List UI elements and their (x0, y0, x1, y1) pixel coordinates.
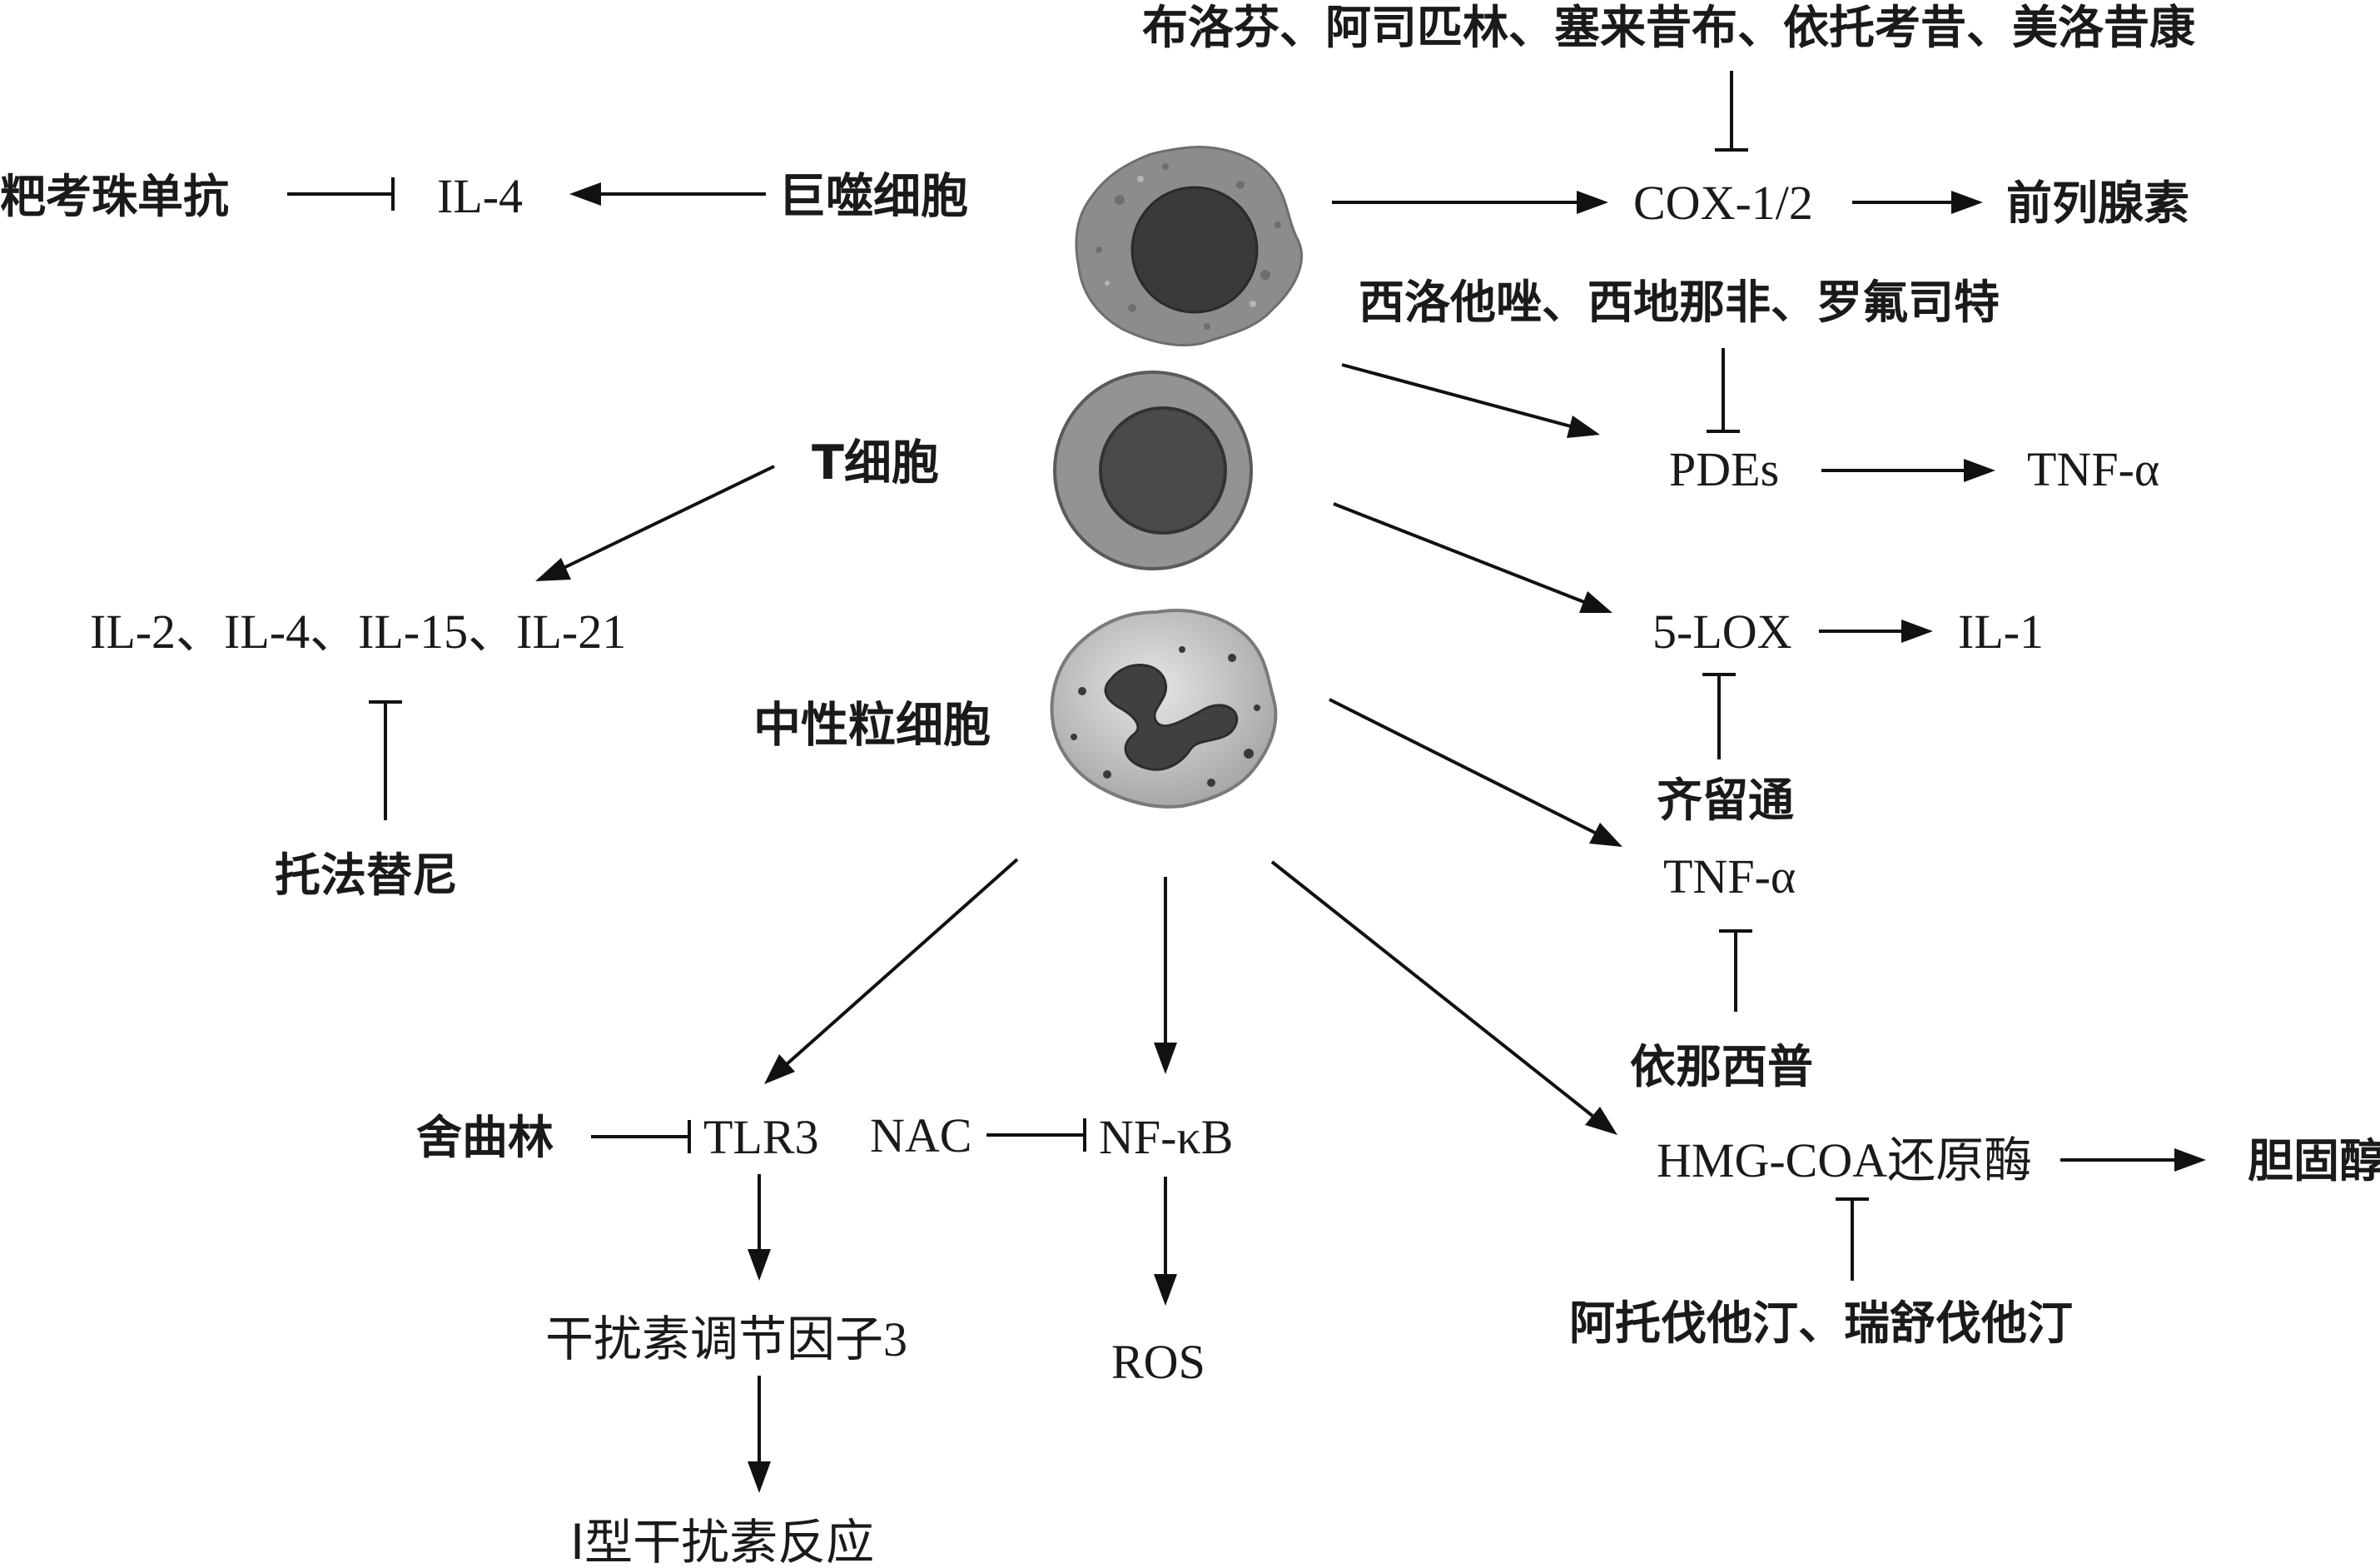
prostaglandin-label: 前列腺素 (2006, 177, 2189, 230)
neutrophil-body (1050, 609, 1278, 809)
etanercept-label: 依那西普 (1630, 1040, 1813, 1093)
pde-inhibitors-label: 西洛他唑、西地那非、罗氟司特 (1359, 276, 2000, 329)
statins-label: 阿托伐他汀、瑞舒伐他汀 (1569, 1297, 2073, 1350)
edges (287, 71, 2206, 1493)
arrowhead (748, 1461, 771, 1493)
nsaids-label: 布洛芬、阿司匹林、塞来昔布、依托考昔、美洛昔康 (1142, 1, 2195, 54)
il1-label: IL-1 (1958, 605, 2044, 659)
arrowhead (535, 558, 571, 581)
dupilumab-label: 粑考珠单抗 (0, 170, 229, 223)
pdes-label: PDEs (1669, 442, 1779, 496)
cholesterol-label: 胆固醇 (2248, 1134, 2380, 1187)
zileuton-label: 齐留通 (1657, 774, 1794, 827)
arrowhead (569, 182, 601, 206)
neutrophil-cell (1050, 609, 1278, 809)
macrophage-label: 巨噬细胞 (778, 169, 968, 224)
interleukins-label: IL-2、IL-4、IL-15、IL-21 (90, 605, 626, 659)
macrophage-cell (1075, 146, 1304, 346)
arrowhead (2174, 1148, 2206, 1172)
arrowhead (748, 1249, 771, 1281)
il4-label: IL-4 (437, 169, 523, 223)
cox-label: COX-1/2 (1633, 176, 1813, 230)
arrowhead (1154, 1274, 1177, 1306)
hmgcoa-label: HMG-COA还原酶 (1657, 1133, 2032, 1187)
edge-neutrophil-hmgcoa (1270, 860, 1594, 1118)
arrowhead (1579, 591, 1612, 613)
edge-tcell-interleukins (561, 465, 775, 570)
arrowhead (1154, 1043, 1177, 1074)
edge-tcell-5lox (1333, 502, 1585, 604)
irf3-label: 干扰素调节因子3 (545, 1312, 907, 1366)
arrowhead (1585, 1107, 1617, 1135)
nf-kb-label: NF-κB (1099, 1110, 1233, 1164)
5-lox-label: 5-LOX (1652, 605, 1792, 659)
t-cell-label: T细胞 (812, 436, 939, 490)
neutrophil-label: 中性粒细胞 (753, 698, 991, 753)
edge-macrophage-pdes (1341, 363, 1572, 428)
arrowhead (1589, 823, 1622, 847)
sertraline-label: 舍曲林 (416, 1111, 554, 1164)
tnf-alpha-top-label: TNF-α (2027, 442, 2159, 496)
arrowhead (1901, 620, 1933, 643)
arrowhead (1577, 191, 1608, 214)
macrophage-nucleus (1130, 186, 1259, 314)
edge-neutrophil-tnf (1329, 698, 1596, 834)
t-cell-nucleus (1099, 406, 1227, 535)
arrowhead (764, 1054, 795, 1084)
tlr3-label: TLR3 (703, 1110, 819, 1164)
ros-label: ROS (1111, 1335, 1205, 1389)
type1-ifn-label: Ⅰ型干扰素反应 (570, 1516, 874, 1568)
arrowhead (1951, 191, 1983, 214)
t-cell (1053, 371, 1253, 570)
tnf-alpha-mid-label: TNF-α (1663, 849, 1796, 903)
arrowhead (1964, 459, 1995, 482)
nac-label: NAC (870, 1108, 971, 1162)
arrowhead (1567, 416, 1600, 438)
edge-neutrophil-tlr3 (785, 858, 1019, 1066)
tofacitinib-label: 托法替尼 (275, 849, 458, 902)
neutrophil-nucleus (1104, 664, 1239, 771)
